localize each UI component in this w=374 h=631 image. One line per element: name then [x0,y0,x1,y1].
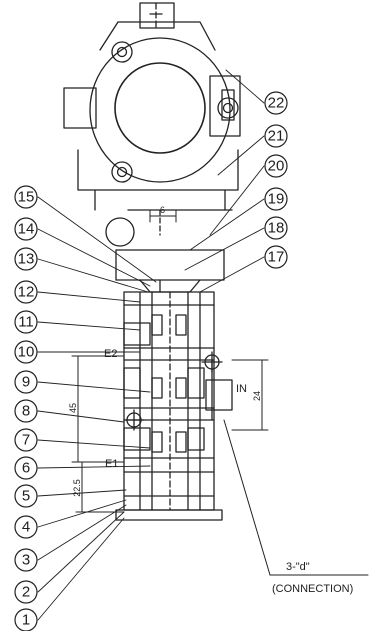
dimension-top-value: 6 [160,205,165,215]
connection-leader [223,419,369,576]
mounting-bolt-right [217,97,239,119]
mounting-bolt-top-left [111,41,133,63]
balloon-15: 15 [18,189,35,206]
balloon-3: 3 [22,552,30,569]
balloon-6: 6 [22,460,30,477]
indicator-knob [105,217,135,247]
actuator-housing [63,2,241,236]
balloon-21: 21 [268,128,285,145]
dimension-height-main-value: 45 [68,403,78,413]
balloon-14: 14 [18,221,35,238]
balloon-17: 17 [268,249,285,266]
balloon-9: 9 [22,374,30,391]
dimension-inlet-height [231,359,269,431]
balloon-1: 1 [22,612,30,629]
adapter-block [115,249,225,293]
balloon-22: 22 [268,95,285,112]
exhaust-2-label: E2 [104,348,117,360]
balloon-7: 7 [22,432,30,449]
connection-caption: (CONNECTION) [272,583,353,595]
dimension-height-lower [75,461,125,513]
balloon-10: 10 [18,344,35,361]
balloon-circles [14,91,288,631]
inlet-label: IN [236,383,247,395]
valve-body [115,291,223,521]
balloon-13: 13 [18,251,35,268]
dimension-inlet-height-value: 24 [252,391,262,401]
balloon-numbers: 1 2 3 4 5 6 7 8 9 10 11 12 13 14 15 17 1… [18,95,285,629]
exhaust-1-label: E1 [105,458,118,470]
dimension-height-main [71,355,125,463]
balloon-2: 2 [22,584,30,601]
mounting-bolt-bottom-left [111,161,133,183]
balloon-4: 4 [22,519,30,536]
balloon-11: 11 [18,314,34,331]
balloon-8: 8 [22,403,30,420]
crosshair-upper [201,351,223,373]
balloon-20: 20 [268,158,285,175]
balloon-19: 19 [268,191,285,208]
balloon-leaders [37,69,265,621]
balloon-5: 5 [22,488,30,505]
crosshair-lower [123,409,145,431]
dimension-top [149,209,177,223]
dimension-height-lower-value: 22.5 [72,479,82,497]
balloon-18: 18 [268,220,285,237]
connection-thread-label: 3-"d" [286,561,310,573]
balloon-12: 12 [18,284,35,301]
